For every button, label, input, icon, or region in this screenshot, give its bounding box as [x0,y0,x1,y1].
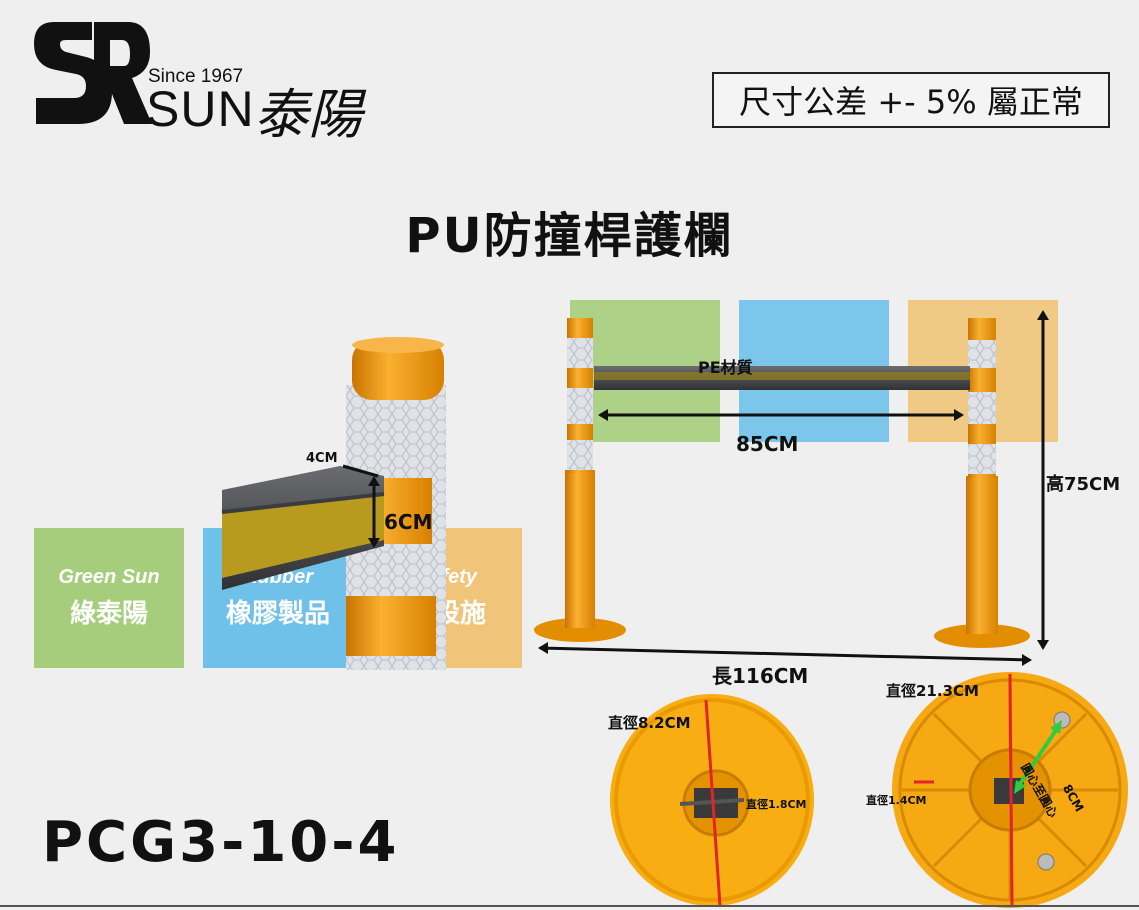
hole-diameter-label: 直徑1.8CM [746,798,807,811]
since-label: Since 1967 [148,66,244,87]
dimension-arrows [342,312,1045,662]
sr-monogram-icon [34,22,152,124]
base-diameter-label: 直徑21.3CM [886,682,979,700]
length-label: 長116CM [712,664,809,688]
tolerance-note: 尺寸公差 +- 5% 屬正常 [712,72,1110,128]
top-cap-view [610,694,814,907]
panel-green-sun: Green Sun 綠泰陽 [34,528,184,668]
arrow-heads [368,310,1049,666]
brand-zh: 泰陽 [254,83,362,146]
panel-blue-zh: 橡膠製品 [225,599,330,629]
rail-width-label: 4CM [306,451,338,466]
panel-green-zh: 綠泰陽 [69,599,148,629]
height-label: 高75CM [1046,474,1121,495]
closeup-rail [221,466,385,590]
page-title: PU防撞桿護欄 [405,208,734,264]
bolt-hole-label: 直徑1.4CM [866,794,927,807]
brand-logo: Since 1967 SUN 泰陽 [32,14,392,146]
base-bottom-view [892,672,1128,908]
bottom-divider [0,905,1139,907]
model-number: PCG3-10-4 [42,810,400,875]
barrier-product [534,318,1030,648]
panel-green-en: Green Sun [58,566,160,588]
brand-en: SUN [146,81,255,137]
rail-material-label: PE材質 [698,358,753,377]
rail-height-label: 6CM [384,510,433,534]
top-diameter-label: 直徑8.2CM [608,714,691,732]
rail-span-label: 85CM [736,432,799,456]
